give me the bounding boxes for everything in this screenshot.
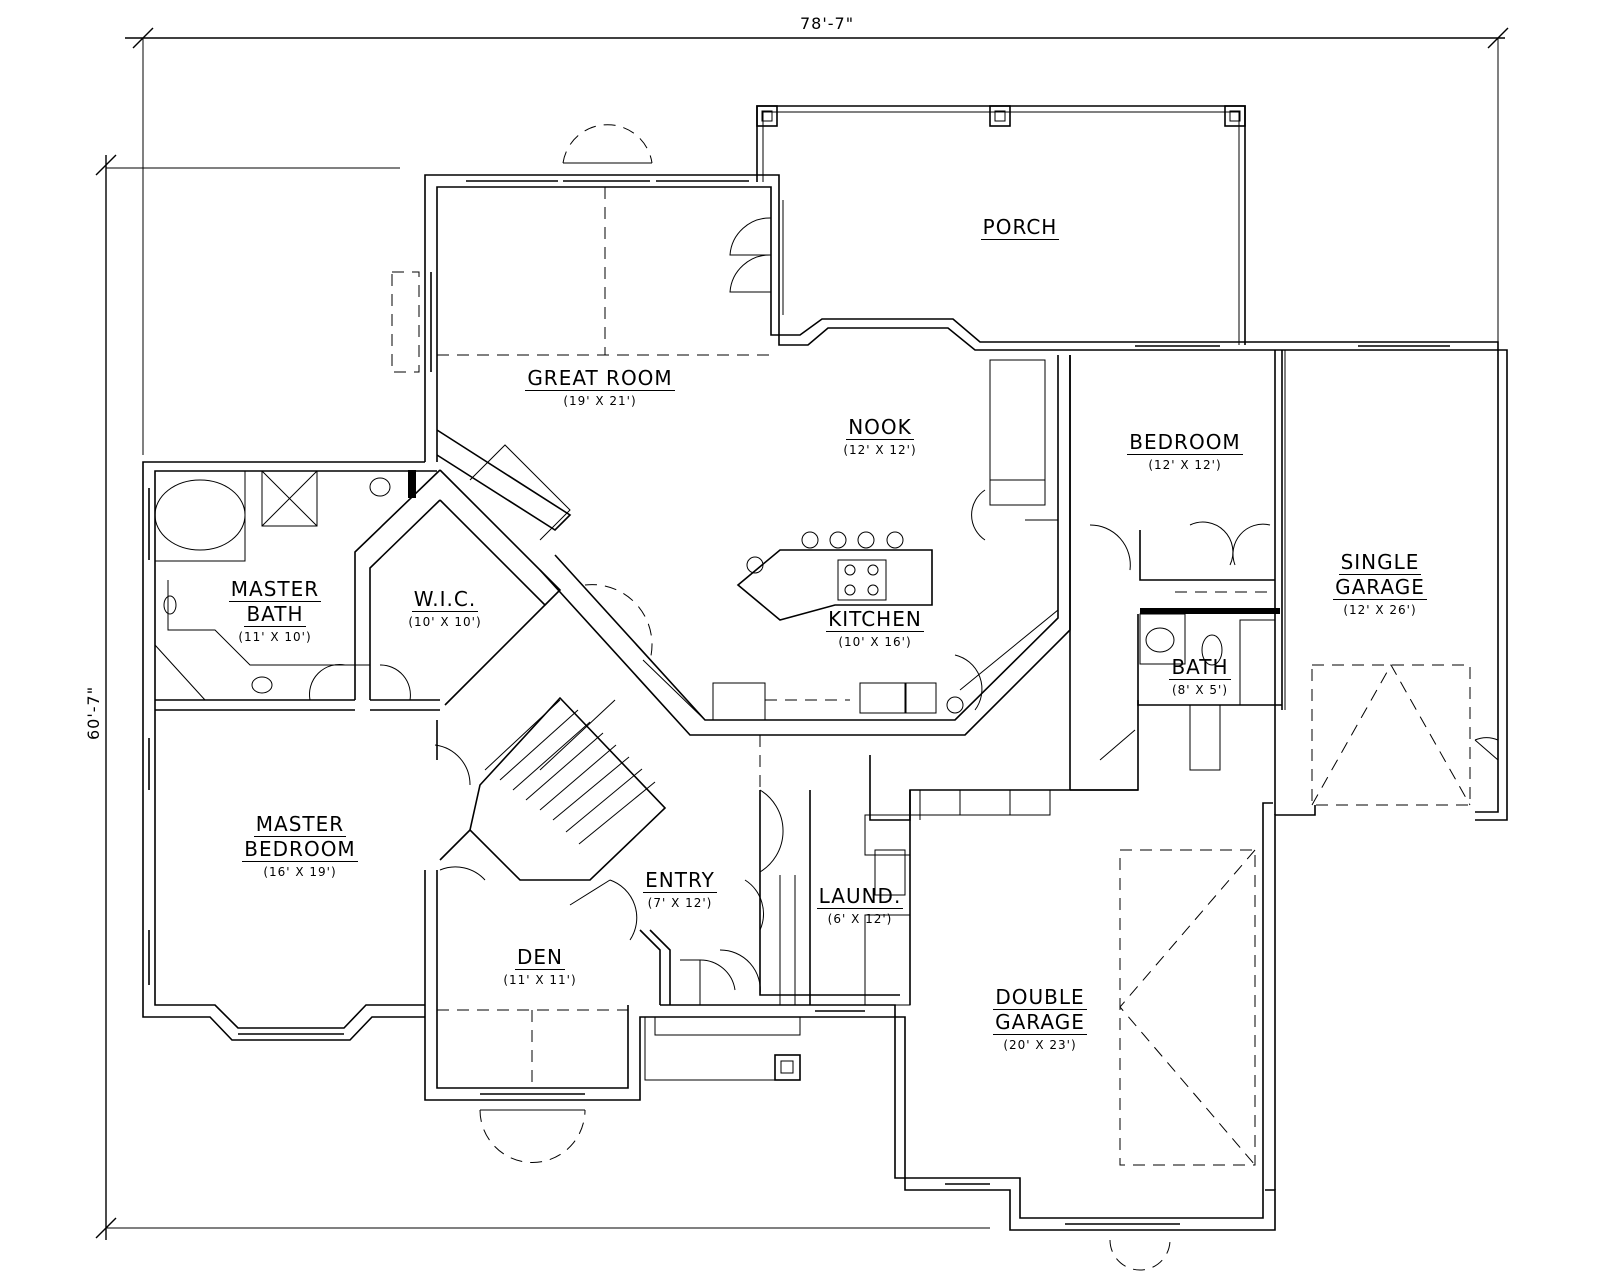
room-name-line1: DOUBLE bbox=[993, 985, 1087, 1010]
staircase bbox=[434, 696, 667, 881]
exterior-walls bbox=[142, 124, 1508, 1271]
room-name-line2: GARAGE bbox=[1333, 575, 1427, 600]
room-name: BEDROOM bbox=[1127, 430, 1243, 455]
room-name: PORCH bbox=[980, 215, 1060, 240]
room-label-master-bedroom: MASTER BEDROOM (16' X 19') bbox=[225, 812, 375, 880]
room-label-single-garage: SINGLE GARAGE (12' X 26') bbox=[1320, 550, 1440, 618]
room-name-line2: GARAGE bbox=[993, 1010, 1087, 1035]
room-label-great-room: GREAT ROOM (19' X 21') bbox=[500, 366, 700, 409]
room-name-line1: MASTER bbox=[228, 577, 322, 602]
room-size: (20' X 23') bbox=[1003, 1038, 1077, 1052]
room-name: DEN bbox=[515, 945, 565, 970]
room-label-porch: PORCH bbox=[960, 215, 1080, 240]
room-name: GREAT ROOM bbox=[525, 366, 675, 391]
room-name: W.I.C. bbox=[411, 587, 479, 612]
overall-depth-dimension: 60'-7" bbox=[84, 685, 103, 740]
room-label-den: DEN (11' X 11') bbox=[500, 945, 580, 988]
room-label-laundry: LAUND. (6' X 12') bbox=[810, 884, 910, 927]
room-label-kitchen: KITCHEN (10' X 16') bbox=[800, 607, 950, 650]
dimension-lines bbox=[95, 27, 1509, 1240]
room-size: (12' X 26') bbox=[1343, 603, 1417, 617]
room-size: (11' X 10') bbox=[238, 630, 312, 644]
room-size: (7' X 12') bbox=[647, 896, 713, 910]
room-label-bath: BATH (8' X 5') bbox=[1160, 655, 1240, 698]
porch-outline bbox=[756, 105, 1246, 345]
room-size: (6' X 12') bbox=[827, 912, 893, 926]
room-size: (8' X 5') bbox=[1171, 683, 1229, 697]
room-label-double-garage: DOUBLE GARAGE (20' X 23') bbox=[975, 985, 1105, 1053]
interior-walls bbox=[154, 187, 1283, 1006]
room-name: BATH bbox=[1169, 655, 1231, 680]
room-size: (10' X 10') bbox=[408, 615, 482, 629]
room-label-bedroom: BEDROOM (12' X 12') bbox=[1105, 430, 1265, 473]
room-size: (12' X 12') bbox=[843, 443, 917, 457]
overall-width-dimension: 78'-7" bbox=[800, 14, 855, 33]
room-label-entry: ENTRY (7' X 12') bbox=[625, 868, 735, 911]
room-label-nook: NOOK (12' X 12') bbox=[825, 415, 935, 458]
room-name-line1: SINGLE bbox=[1338, 550, 1422, 575]
room-name-line2: BEDROOM bbox=[242, 837, 358, 862]
room-label-master-bath: MASTER BATH (11' X 10') bbox=[215, 577, 335, 645]
single-garage-door bbox=[1311, 663, 1471, 806]
room-name-line1: MASTER bbox=[253, 812, 347, 837]
room-size: (19' X 21') bbox=[563, 394, 637, 408]
room-name: LAUND. bbox=[816, 884, 904, 909]
room-size: (11' X 11') bbox=[503, 973, 577, 987]
room-name: ENTRY bbox=[643, 868, 717, 893]
double-garage-door bbox=[1119, 849, 1256, 1166]
room-size: (10' X 16') bbox=[838, 635, 912, 649]
room-label-wic: W.I.C. (10' X 10') bbox=[390, 587, 500, 630]
room-name: KITCHEN bbox=[826, 607, 924, 632]
room-size: (16' X 19') bbox=[263, 865, 337, 879]
room-name: NOOK bbox=[846, 415, 914, 440]
room-size: (12' X 12') bbox=[1148, 458, 1222, 472]
room-name-line2: BATH bbox=[244, 602, 306, 627]
